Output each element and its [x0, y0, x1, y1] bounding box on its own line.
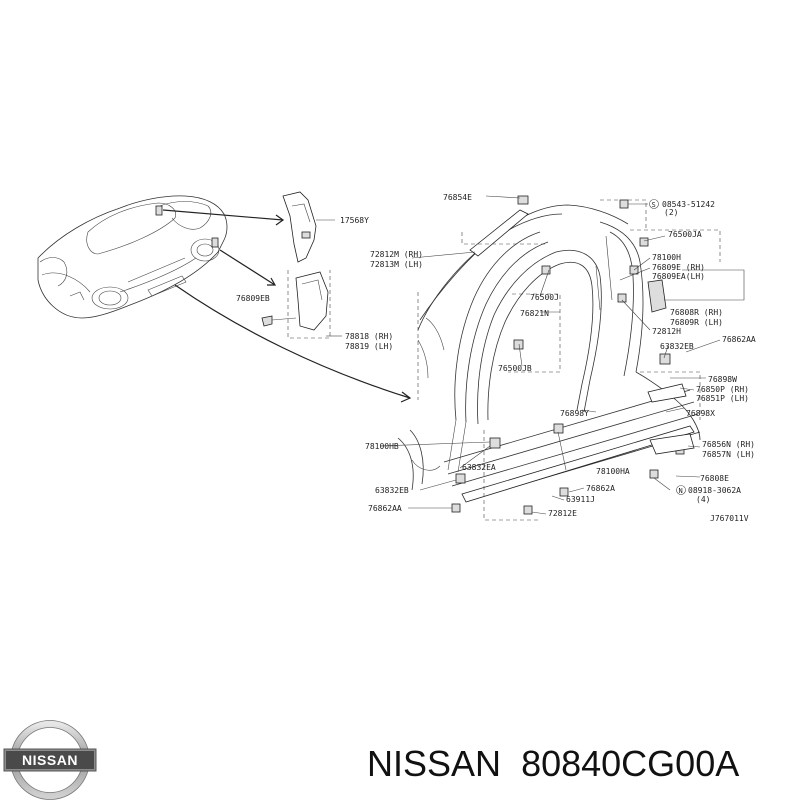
caption-part-number: 80840CG00A: [521, 743, 739, 784]
callout-5: 72812M (RH): [370, 250, 423, 259]
caption-brand: NISSAN: [367, 743, 501, 784]
body-side-assembly: [397, 195, 721, 521]
callout-33: 08918-3062A: [688, 486, 741, 495]
logo-text: NISSAN: [22, 752, 78, 768]
circled-markers: S N: [649, 199, 686, 495]
callout-26: 78100HB: [365, 442, 399, 451]
callout-28: 76857N (LH): [702, 450, 755, 459]
nissan-logo: NISSAN: [3, 720, 97, 800]
callout-16: 78819 (LH): [345, 342, 393, 351]
part-caption: NISSAN 80840CG00A: [367, 743, 739, 784]
callout-34: 63832EB: [375, 486, 409, 495]
callout-27: 76856N (RH): [702, 440, 755, 449]
callout-14: 76821N: [520, 309, 549, 318]
callout-18: 63832EB: [660, 342, 694, 351]
callout-29: 63832EA: [462, 463, 496, 472]
svg-text:N: N: [679, 487, 683, 495]
callout-7: 78100H: [652, 253, 681, 262]
callout-23: 76851P (LH): [696, 394, 749, 403]
callout-15: 78818 (RH): [345, 332, 393, 341]
leader-lines: [379, 195, 745, 515]
callout-labels: 76854E 08543-51242 (2) 17568Y 76500JA 72…: [236, 193, 756, 523]
callout-21: 76898W: [708, 375, 737, 384]
diagram-code: J767011V: [710, 514, 749, 523]
part-78818: [261, 270, 342, 339]
callout-20: 76500JB: [498, 364, 532, 373]
callout-35: 63911J: [566, 495, 595, 504]
callout-6: 72813M (LH): [370, 260, 423, 269]
callout-2: (2): [664, 208, 678, 217]
svg-text:S: S: [652, 201, 656, 209]
callout-32: 76862A: [586, 484, 615, 493]
callout-19: 76862AA: [722, 335, 756, 344]
callout-11: 76500J: [530, 293, 559, 302]
car-overview-illustration: [37, 195, 228, 319]
callout-30: 78100HA: [596, 467, 630, 476]
callout-0: 76854E: [443, 193, 472, 202]
callout-25: 76898X: [686, 409, 715, 418]
callout-22: 76850P (RH): [696, 385, 749, 394]
callout-24: 76898Y: [560, 409, 589, 418]
callout-37: 76862AA: [368, 504, 402, 513]
callout-17: 72812H: [652, 327, 681, 336]
callout-1: 08543-51242: [662, 200, 715, 209]
callout-3: 17568Y: [340, 216, 369, 225]
callout-12: 76808R (RH): [670, 308, 723, 317]
callout-13: 76809R (LH): [670, 318, 723, 327]
svg-text:NISSAN 80840CG00A: NISSAN 80840CG00A: [367, 743, 739, 784]
callout-8: 76809E (RH): [652, 263, 705, 272]
pointer-arrows: [162, 209, 412, 403]
callout-31: 76808E: [700, 474, 729, 483]
callout-10: 76809EB: [236, 294, 270, 303]
callout-9: 76809EA(LH): [652, 272, 705, 281]
callout-36: (4): [696, 495, 710, 504]
callout-4: 76500JA: [668, 230, 702, 239]
callout-38: 72812E: [548, 509, 577, 518]
part-17568Y: [282, 191, 335, 263]
